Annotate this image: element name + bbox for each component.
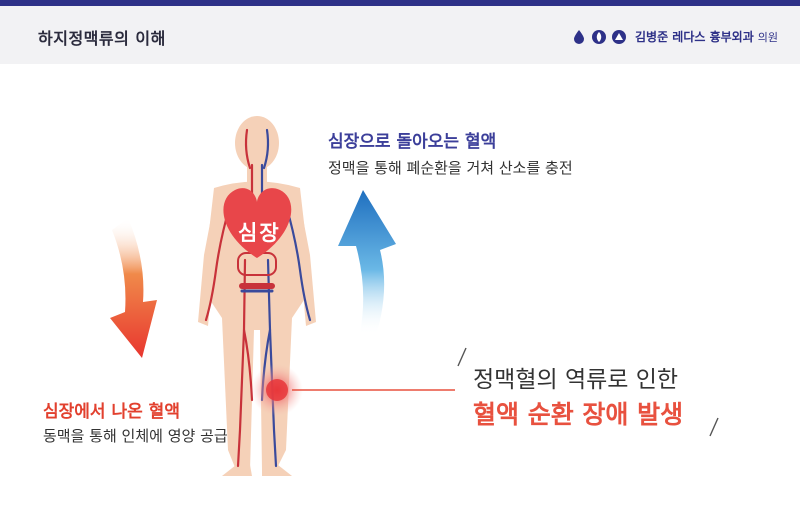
outgoing-blood-title: 심장에서 나온 혈액 (43, 402, 180, 422)
brand-name: 김병준 레다스 흉부외과 (634, 30, 754, 44)
body-silhouette (198, 116, 316, 476)
drop-icon (573, 29, 584, 44)
returning-blood-title: 심장으로 돌아오는 혈액 (328, 132, 497, 152)
mountain-circle-icon (611, 29, 626, 44)
heart-icon (223, 188, 292, 258)
outgoing-blood-description: 동맥을 통해 인체에 영양 공급 (43, 427, 228, 445)
callout-line2: 혈액 순환 장애 발생 (473, 400, 684, 429)
page-title: 하지정맥류의 이해 (38, 29, 166, 48)
page-header: 하지정맥류의 이해 김병준 레다스 흉부외과 의원 (0, 6, 800, 64)
brand-suffix: 의원 (757, 30, 778, 44)
leaf-circle-icon (591, 29, 606, 44)
brand-logo: 김병준 레다스 흉부외과 의원 (571, 28, 778, 45)
returning-blood-description: 정맥을 통해 폐순환을 거쳐 산소를 충전 (328, 159, 573, 177)
callout-bracket-top (457, 347, 467, 367)
callout-line1: 정맥혈의 역류로 인한 (473, 367, 679, 393)
reflux-spot-core (266, 379, 288, 401)
heart-label: 심장 (238, 221, 281, 245)
top-accent-bar (0, 0, 800, 6)
arrow-up-icon (338, 190, 396, 335)
circulation-diagram (110, 116, 719, 476)
arrow-down-icon (110, 218, 157, 358)
callout-bracket-bottom (709, 417, 719, 437)
